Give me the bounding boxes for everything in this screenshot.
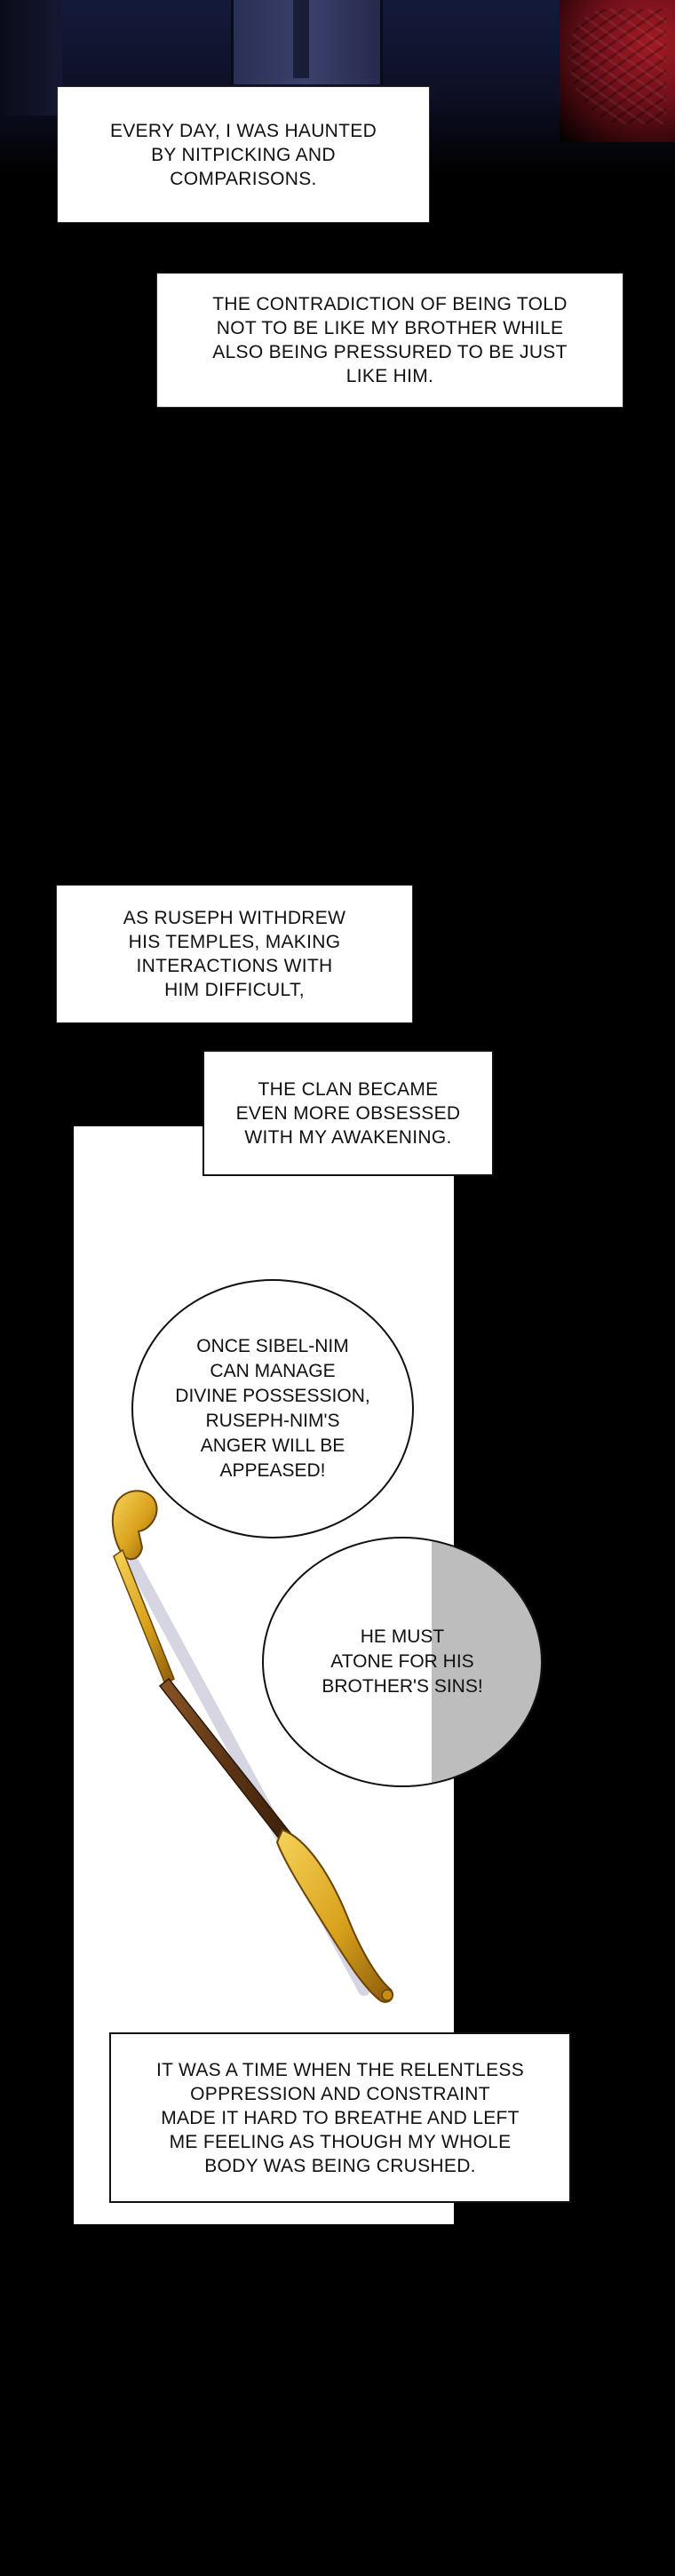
robe-fold [293,0,309,78]
speech-bubble-2: HE MUST ATONE FOR HIS BROTHER'S SINS! [262,1537,543,1787]
narration-box-1: EVERY DAY, I WAS HAUNTED BY NITPICKING A… [57,86,430,223]
narration-box-2: THE CONTRADICTION OF BEING TOLD NOT TO B… [156,273,623,408]
cloth-pattern [568,9,666,124]
speech-bubble-1: ONCE SIBEL-NIM CAN MANAGE DIVINE POSSESS… [131,1279,414,1538]
red-cloth [560,0,675,142]
narration-box-5: IT WAS A TIME WHEN THE RELENTLESS OPPRES… [109,2032,571,2203]
narration-box-3: AS RUSEPH WITHDREW HIS TEMPLES, MAKING I… [56,885,413,1023]
narration-box-4: THE CLAN BECAME EVEN MORE OBSESSED WITH … [202,1050,494,1176]
shadow-figure [0,0,62,115]
